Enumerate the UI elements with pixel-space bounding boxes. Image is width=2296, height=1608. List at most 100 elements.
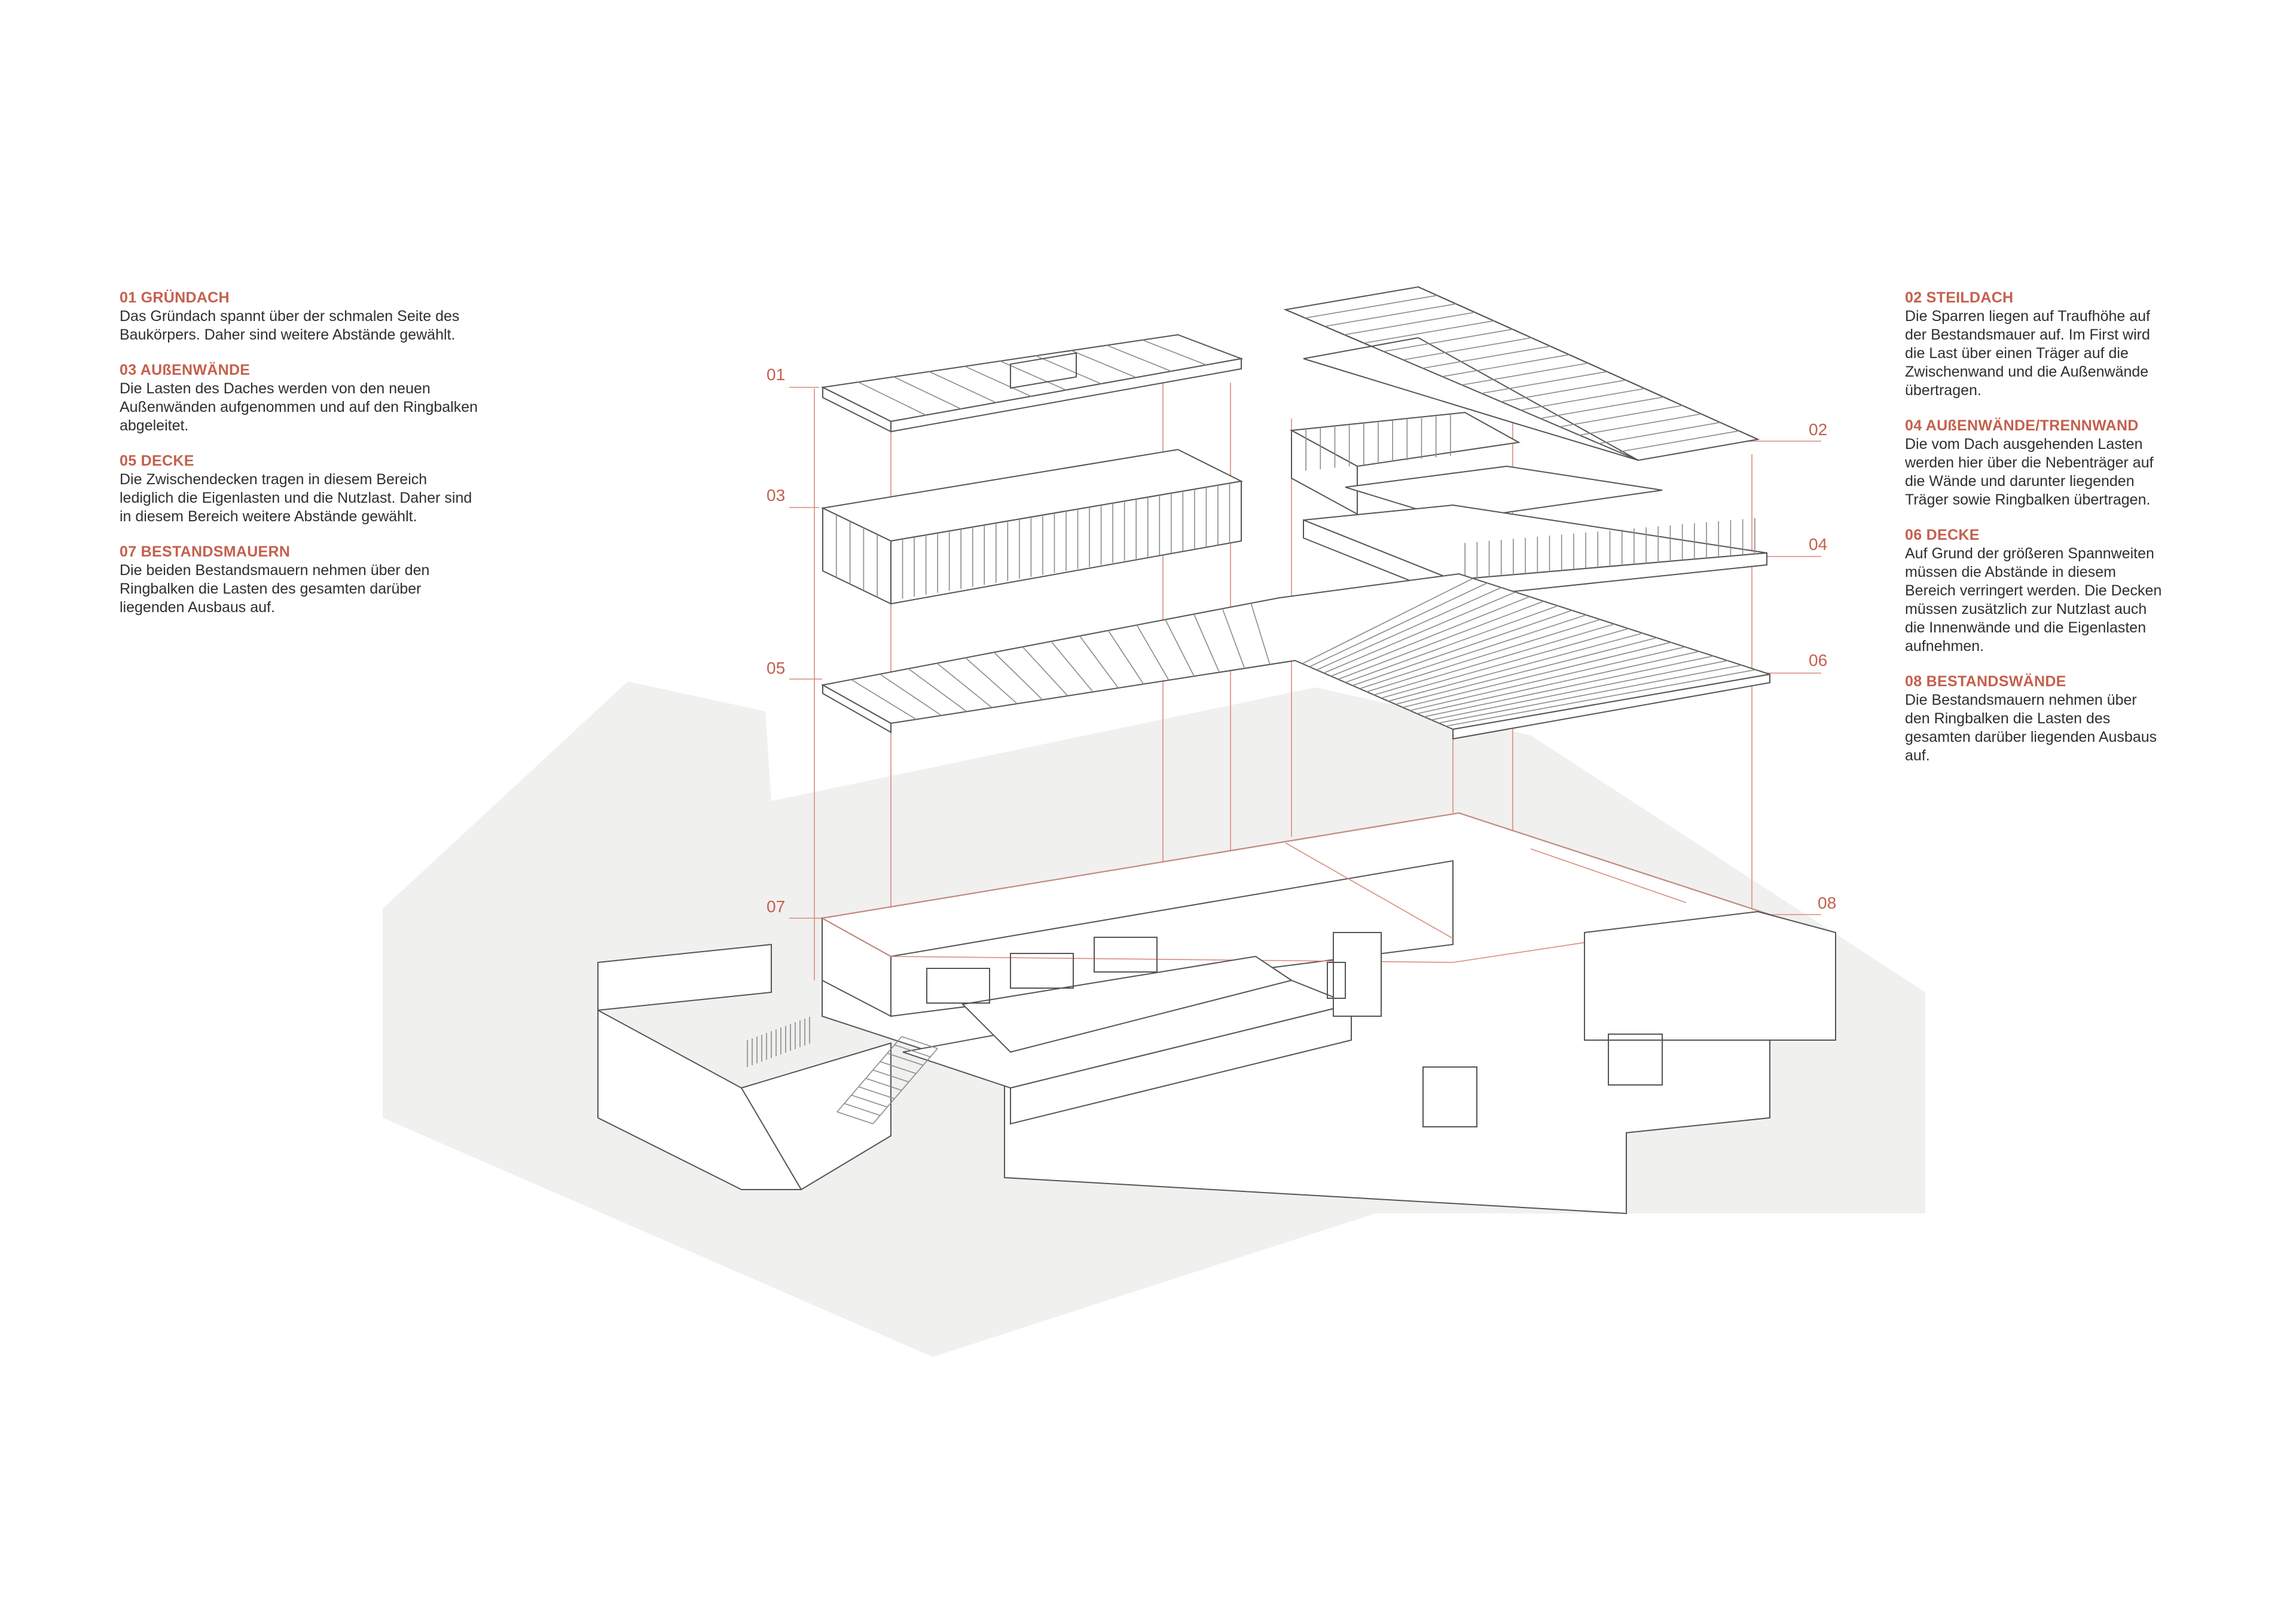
deck-joist: [1359, 614, 1586, 689]
deck-joist: [1345, 605, 1558, 683]
roof-rafter: [1501, 380, 1626, 402]
roof-rafter: [1521, 388, 1645, 411]
deck-joist: [1193, 614, 1220, 673]
deck-joist: [1366, 619, 1601, 693]
callout-05: 05: [767, 659, 785, 677]
deck-joist: [1438, 664, 1742, 724]
deck-joist: [880, 674, 942, 716]
legend-entry-07: 07 BESTANDSMAUERN Die beiden Bestandsmau…: [120, 543, 526, 617]
deck-joist: [1316, 587, 1502, 671]
deck-joist: [1022, 646, 1068, 696]
stair-tread: [865, 1078, 902, 1091]
roof-rafter: [1461, 362, 1589, 386]
deck-joist: [1165, 619, 1195, 677]
legend-heading: 06 DECKE: [1905, 527, 1980, 543]
deck-joist: [851, 679, 917, 720]
legend-body: Die Sparren liegen auf Traufhöhe auf der…: [1905, 308, 2150, 399]
callout-03: 03: [767, 486, 785, 505]
callout-leaders: [789, 387, 1821, 919]
stair-tread: [858, 1086, 895, 1099]
stair-tread: [880, 1061, 917, 1074]
stair-tread: [887, 1053, 924, 1066]
roof-joist: [1071, 350, 1137, 378]
stair-rail: [836, 1036, 902, 1112]
callout-06: 06: [1809, 651, 1827, 670]
legend-entry-06: 06 DECKE Auf Grund der größeren Spannwei…: [1905, 526, 2204, 656]
deck-joist: [936, 662, 993, 708]
green-roof-layer: [820, 334, 1244, 433]
ceiling-layer: [821, 573, 1770, 740]
legend-body: Das Gründach spannt über der schmalen Se…: [120, 308, 460, 343]
deck-joist: [1402, 641, 1671, 708]
deck-joist: [1222, 608, 1245, 669]
legend-left: 01 GRÜNDACH Das Gründach spannt über der…: [120, 289, 526, 634]
roof-rafter: [1344, 311, 1475, 335]
deck-joist: [1395, 637, 1657, 705]
callout-02: 02: [1809, 420, 1827, 439]
legend-body: Auf Grund der größeren Spannweiten müsse…: [1905, 545, 2162, 655]
roof-joist: [964, 366, 1031, 397]
callout-07: 07: [767, 897, 785, 916]
deck-joist: [1388, 632, 1643, 702]
legend-right: 02 STEILDACH Die Sparren liegen auf Trau…: [1905, 289, 2204, 782]
roof-joist: [1106, 344, 1172, 372]
stair-tread: [872, 1069, 909, 1083]
roof-joist: [893, 376, 961, 409]
deck-joist: [1309, 582, 1488, 668]
stair-rail: [872, 1048, 938, 1124]
roof-rafter: [1579, 413, 1702, 436]
legend-heading: 07 BESTANDSMAUERN: [120, 543, 291, 560]
stair-tread: [901, 1036, 938, 1049]
roof-joist: [1036, 355, 1101, 384]
roof-rafter: [1324, 303, 1457, 327]
deck-joist: [1051, 641, 1094, 693]
roof-rafter: [1599, 421, 1721, 444]
legend-heading: 01 GRÜNDACH: [120, 289, 230, 306]
roof-rafter: [1363, 320, 1494, 344]
deck-joist: [1352, 610, 1573, 686]
stair-tread: [851, 1095, 888, 1108]
legend-entry-05: 05 DECKE Die Zwischendecken tragen in di…: [120, 452, 526, 526]
deck-joist: [1445, 669, 1756, 727]
exterior-walls-right: [1289, 411, 1767, 599]
pitched-roof-layer: [1283, 286, 1760, 461]
roof-rafter: [1383, 329, 1513, 352]
roof-rafter: [1422, 346, 1551, 369]
deck-joist: [908, 668, 967, 712]
deck-joist: [1431, 660, 1728, 721]
roof-rafter: [1403, 337, 1532, 360]
deck-joist: [1338, 601, 1544, 680]
legend-heading: 05 DECKE: [120, 453, 194, 469]
roof-rafter: [1481, 371, 1607, 394]
roof-rafter: [1619, 430, 1739, 453]
legend-entry-04: 04 AUßENWÄNDE/TRENNWAND Die vom Dach aus…: [1905, 417, 2204, 509]
stair-tread: [894, 1044, 931, 1057]
legend-heading: 02 STEILDACH: [1905, 289, 2014, 306]
callout-08: 08: [1818, 894, 1836, 912]
deck-joist: [1250, 603, 1271, 665]
roof-joist: [858, 381, 926, 416]
stair-tread: [844, 1103, 881, 1116]
deck-joist: [1302, 577, 1473, 664]
roof-rafter: [1540, 396, 1664, 419]
roof-rafter: [1442, 354, 1570, 377]
legend-heading: 08 BESTANDSWÄNDE: [1905, 673, 2066, 690]
roof-rafter: [1305, 295, 1437, 319]
deck-joist: [1409, 646, 1686, 711]
legend-heading: 04 AUßENWÄNDE/TRENNWAND: [1905, 417, 2139, 434]
deck-joist: [1079, 635, 1119, 689]
deck-joist: [1107, 630, 1144, 684]
legend-body: Die Zwischendecken tragen in diesem Bere…: [120, 471, 472, 525]
deck-joist: [1416, 651, 1699, 714]
exterior-walls-left: [820, 352, 1244, 605]
roof-rafter: [1559, 405, 1683, 427]
deck-joist: [1424, 655, 1714, 717]
deck-joist: [1323, 591, 1516, 674]
legend-body: Die Lasten des Daches werden von den neu…: [120, 380, 478, 434]
legend-body: Die Bestandsmauern nehmen über den Ringb…: [1905, 692, 2157, 764]
deck-joist: [1136, 625, 1170, 681]
legend-entry-01: 01 GRÜNDACH Das Gründach spannt über der…: [120, 289, 526, 344]
existing-building: [597, 812, 1836, 1215]
deck-joist: [965, 657, 1018, 704]
